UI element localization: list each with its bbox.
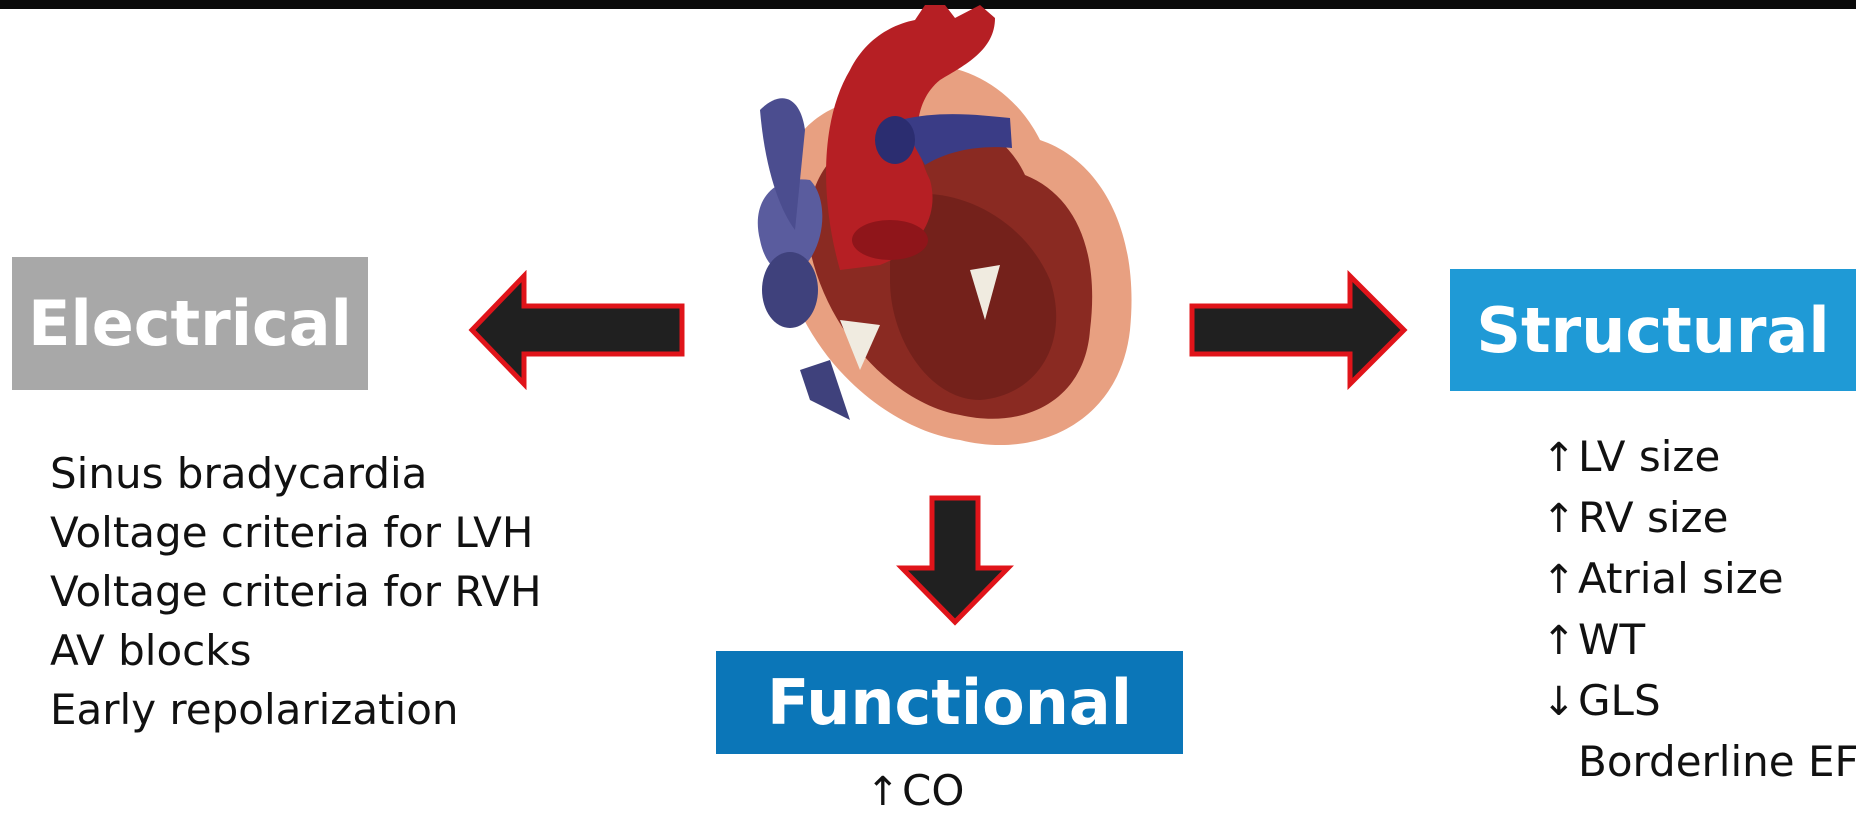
electrical-box: Electrical bbox=[12, 257, 368, 390]
structural-item: ↑WT bbox=[1542, 610, 1856, 671]
increase-arrow-icon: ↑ bbox=[866, 767, 902, 817]
electrical-item: Voltage criteria for RVH bbox=[50, 562, 542, 621]
electrical-list: Sinus bradycardia Voltage criteria for L… bbox=[50, 444, 542, 739]
electrical-item: AV blocks bbox=[50, 621, 542, 680]
increase-arrow-icon: ↑ bbox=[1542, 612, 1578, 671]
arrow-left-icon bbox=[468, 270, 688, 390]
functional-box: Functional bbox=[716, 651, 1183, 754]
structural-list: ↑LV size ↑RV size ↑Atrial size ↑WT ↓GLS … bbox=[1542, 427, 1856, 791]
electrical-item: Sinus bradycardia bbox=[50, 444, 542, 503]
increase-arrow-icon: ↑ bbox=[1542, 490, 1578, 549]
structural-title: Structural bbox=[1476, 294, 1829, 367]
functional-title: Functional bbox=[767, 666, 1132, 739]
structural-item: ↑Atrial size bbox=[1542, 549, 1856, 610]
arrow-right-icon bbox=[1188, 270, 1408, 390]
increase-arrow-icon: ↑ bbox=[1542, 551, 1578, 610]
structural-item: ↑RV size bbox=[1542, 488, 1856, 549]
structural-item: ↑LV size bbox=[1542, 427, 1856, 488]
increase-arrow-icon: ↑ bbox=[1542, 429, 1578, 488]
functional-list: ↑CO bbox=[866, 766, 964, 817]
heart-anatomy-icon bbox=[740, 0, 1160, 470]
structural-box: Structural bbox=[1450, 269, 1856, 391]
decrease-arrow-icon: ↓ bbox=[1542, 673, 1578, 732]
electrical-item: Voltage criteria for LVH bbox=[50, 503, 542, 562]
electrical-item: Early repolarization bbox=[50, 680, 542, 739]
functional-item: ↑CO bbox=[866, 766, 964, 817]
arrow-down-icon bbox=[896, 494, 1014, 626]
structural-item: ↓GLS bbox=[1542, 671, 1856, 732]
structural-item: Borderline EF bbox=[1542, 732, 1856, 791]
electrical-title: Electrical bbox=[28, 287, 352, 360]
